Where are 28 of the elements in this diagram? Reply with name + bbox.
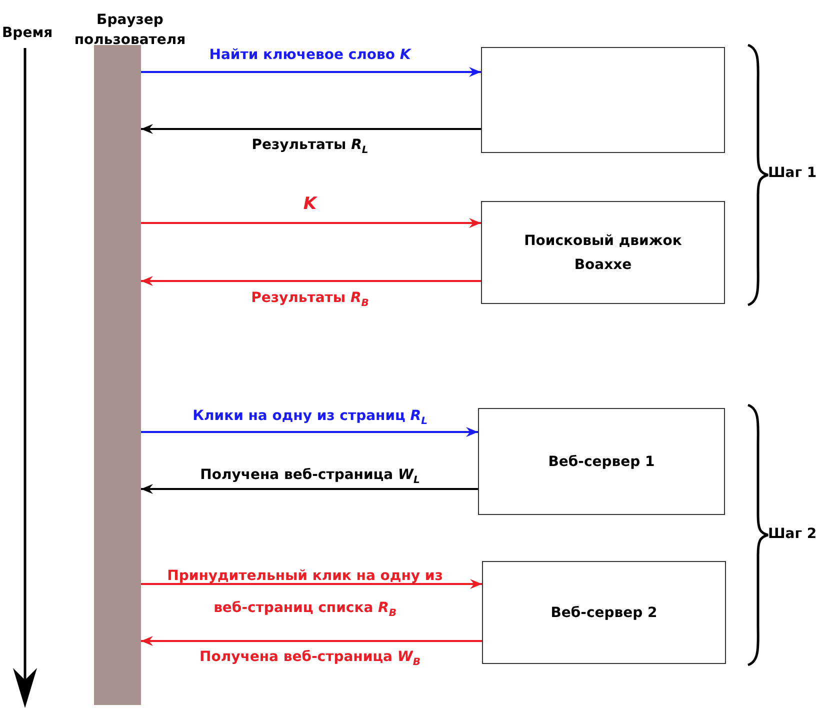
edge-label: Получена веб-страница W$_{B}$ (198, 649, 422, 668)
arrow (141, 67, 481, 77)
server-box (478, 408, 725, 515)
node-label: Веб-сервер 2 (550, 604, 658, 622)
axis-label: Время (2, 25, 53, 41)
arrow (141, 636, 482, 646)
node-label: Поисковый движок Boaxxe (523, 232, 683, 274)
arrow (141, 124, 481, 134)
arrow (141, 427, 478, 437)
edge-label: Получена веб-страница W$_{L}$ (199, 467, 421, 486)
edge-label: Результаты R$_{B}$ (250, 290, 370, 309)
arrow (141, 484, 478, 494)
edge-label: Принудительный клик на одну из веб-страниц списка R$_{B}$ (166, 567, 444, 621)
lifeline-heading: Браузер пользователя (70, 10, 190, 50)
step-label: Шаг 2 (768, 526, 817, 542)
edge-label: Клики на одну из страниц R$_{L}$ (192, 408, 428, 427)
lifeline-bar (94, 45, 141, 705)
arrow (141, 218, 481, 228)
edge-label: Результаты R$_{L}$ (250, 137, 370, 156)
step-label: Шаг 1 (768, 165, 817, 181)
node-label: Веб-сервер 1 (547, 452, 656, 472)
arrow (141, 579, 482, 589)
arrow (141, 276, 481, 286)
server-box (481, 201, 725, 304)
edge-label: K (302, 194, 318, 214)
edge-label: Найти ключевое слово K (208, 47, 412, 63)
server-box (481, 47, 725, 153)
server-box (482, 561, 726, 664)
